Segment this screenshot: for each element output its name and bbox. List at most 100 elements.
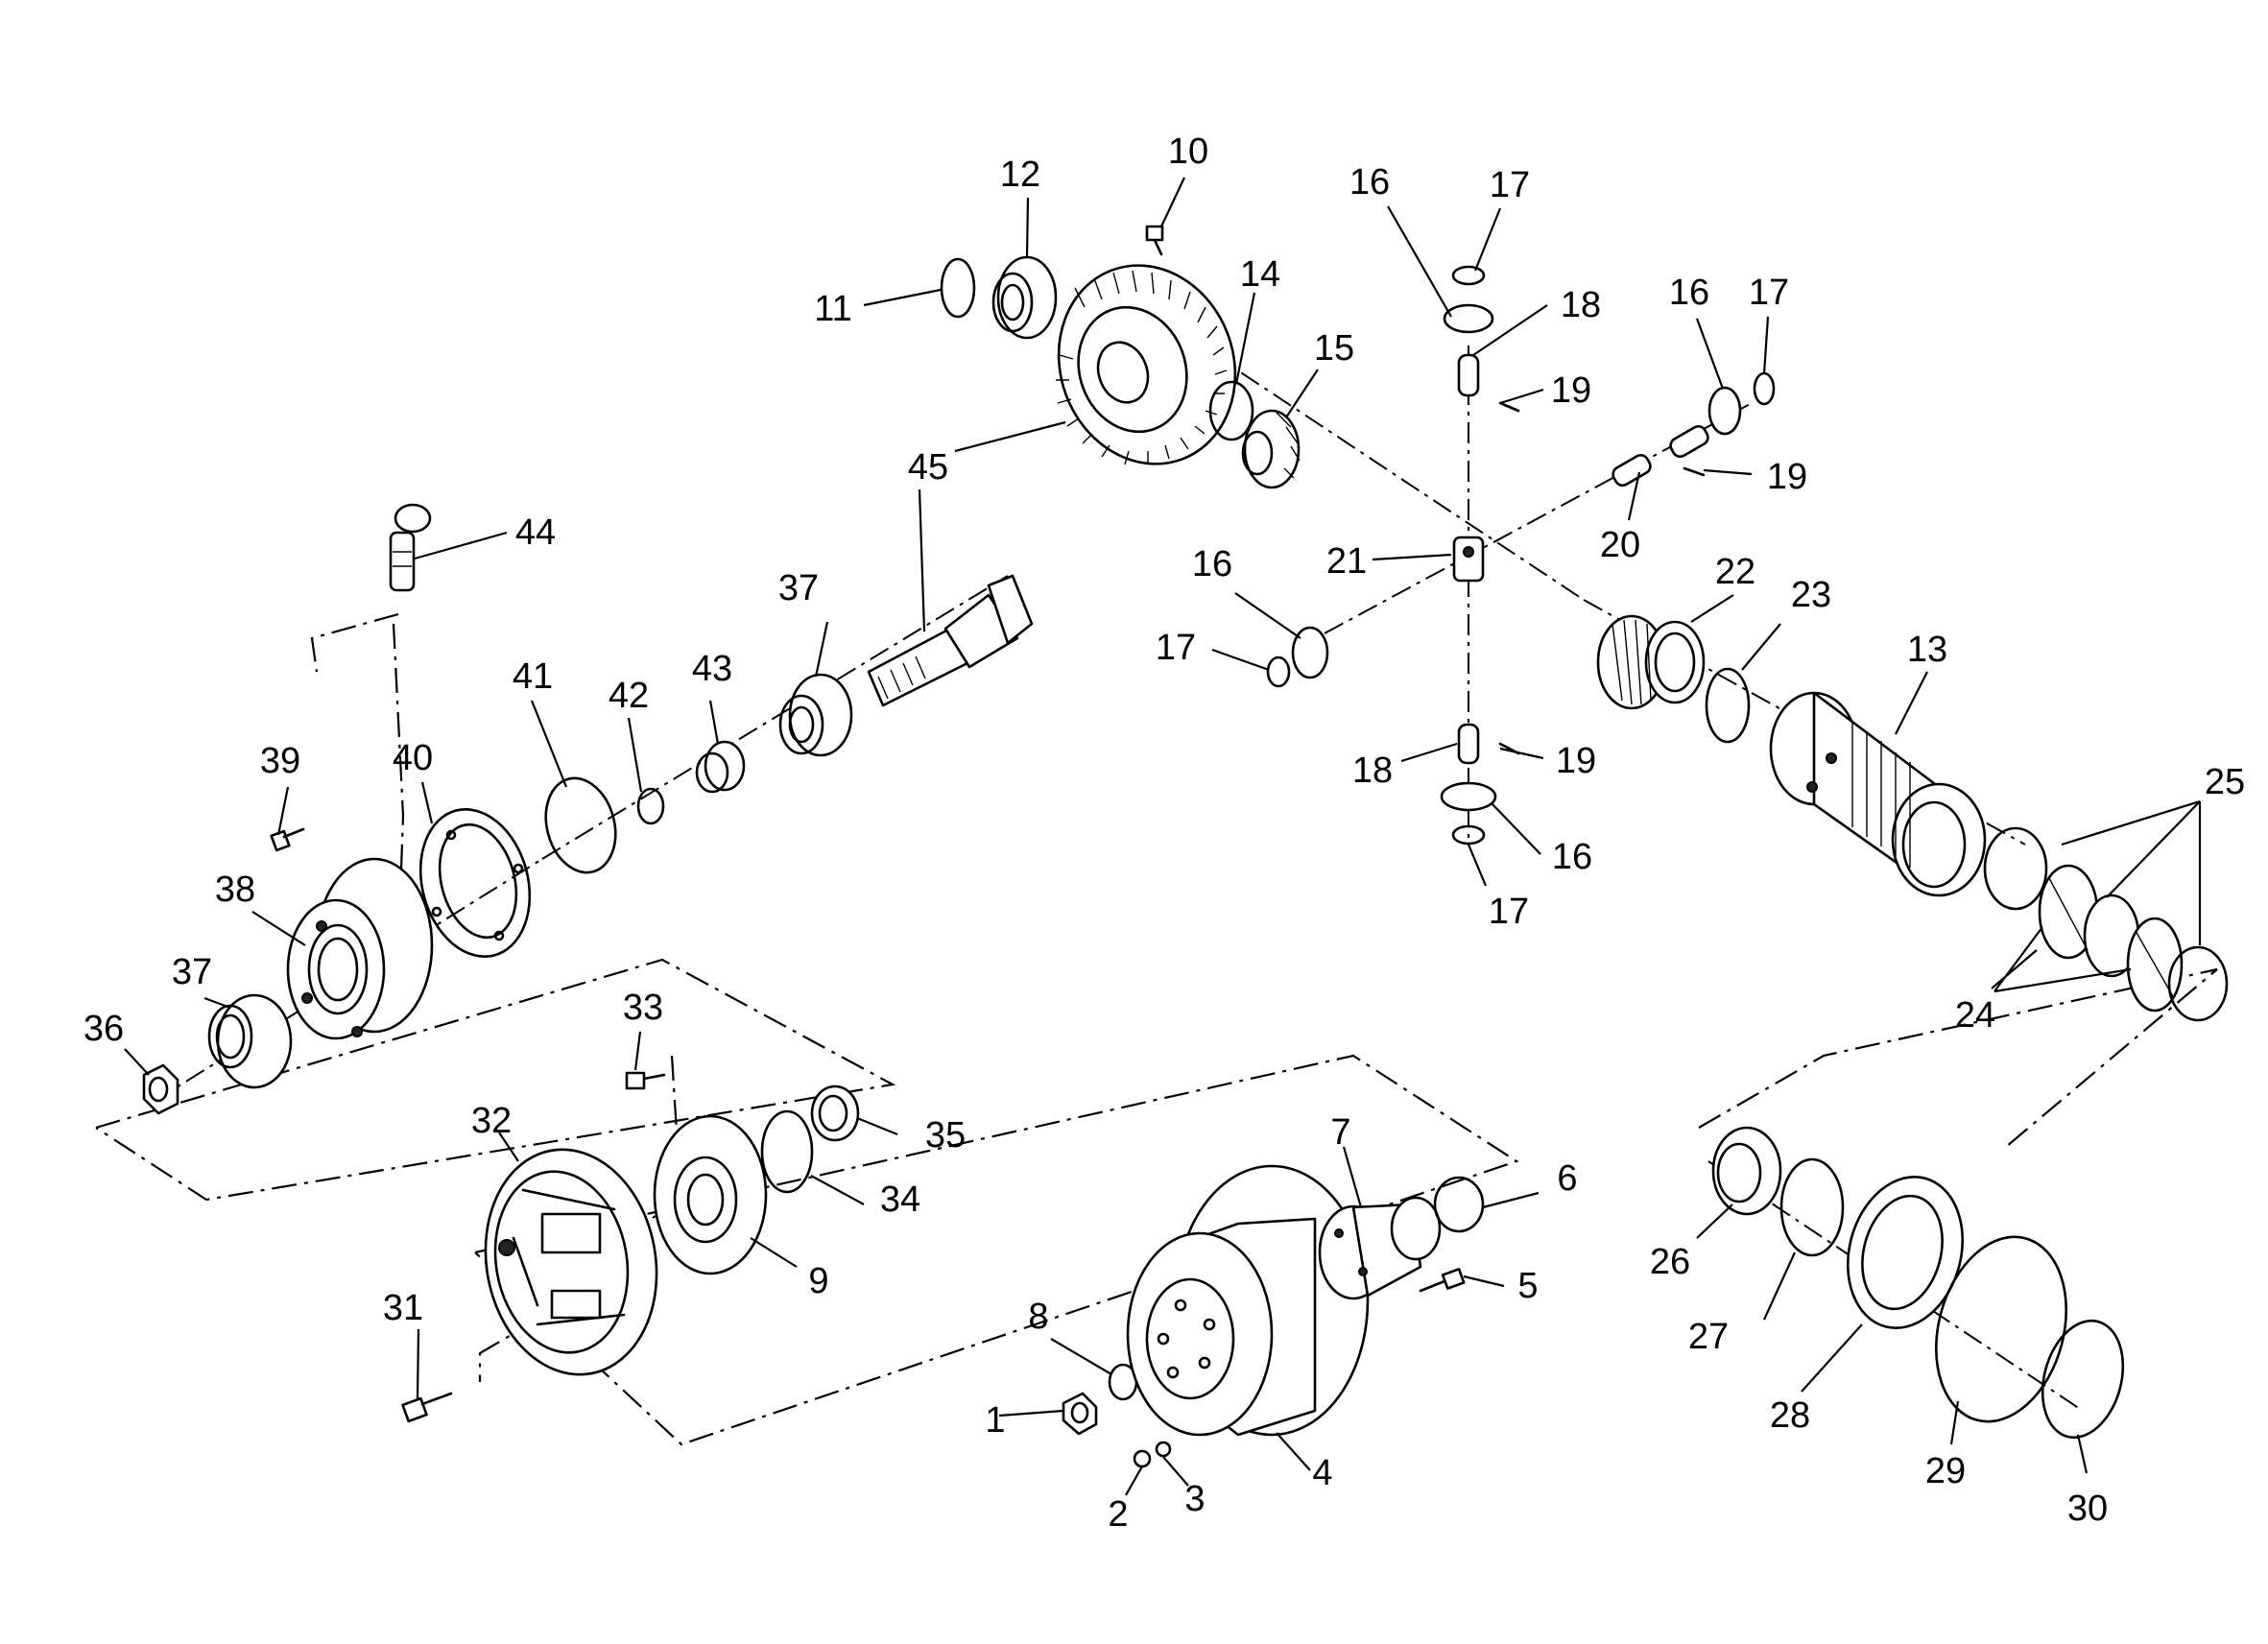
part-45-pinion-shaft (867, 574, 1034, 707)
callout-41: 41 (513, 656, 553, 697)
callout-labels: 1 2 3 4 5 6 7 8 9 10 11 12 13 14 15 16 1… (84, 131, 2245, 1535)
callout-38: 38 (215, 870, 255, 910)
part-37-bearing-lower (207, 993, 293, 1089)
callout-44: 44 (515, 512, 556, 553)
callout-30: 30 (2067, 1489, 2108, 1529)
leader-lines (124, 177, 2202, 1496)
callout-42: 42 (609, 676, 649, 716)
callout-17-upper: 17 (1490, 165, 1530, 205)
callout-2: 2 (1108, 1494, 1128, 1535)
callout-20: 20 (1600, 525, 1640, 565)
part-15-side-gear (1241, 409, 1301, 489)
callout-22: 22 (1715, 552, 1755, 592)
callout-31: 31 (383, 1288, 423, 1328)
part-37-bearing-upper (778, 673, 853, 757)
callout-39: 39 (260, 741, 300, 781)
callout-43: 43 (692, 649, 732, 689)
part-33-screw (625, 1071, 666, 1090)
callout-33: 33 (623, 988, 663, 1028)
callout-17-left: 17 (1156, 628, 1196, 668)
callout-16-upper: 16 (1349, 162, 1390, 203)
callout-19-lower: 19 (1556, 741, 1596, 781)
part-32-brake-assembly (484, 1148, 658, 1376)
parts-drawing (142, 225, 2229, 1468)
callout-27: 27 (1688, 1317, 1729, 1357)
part-26-seal (1711, 1126, 1782, 1216)
part-21-cross (1452, 536, 1485, 583)
part-7-spindle (1318, 1196, 1442, 1300)
part-43-spacer (695, 740, 746, 794)
part-27-ring (1779, 1157, 1845, 1257)
part-16-17-right (1611, 371, 1776, 488)
part-5-screw (1419, 1268, 1466, 1293)
part-3-stud (1155, 1441, 1172, 1458)
part-42-snap-ring (636, 787, 665, 825)
part-4-wheel (1126, 1164, 1370, 1437)
callout-24: 24 (1955, 995, 1995, 1036)
callout-17-lower: 17 (1489, 892, 1529, 932)
part-23-snap-ring (1705, 667, 1751, 744)
part-24-25-clutch-pack (1983, 826, 2229, 1022)
part-22-clutch-gear (1596, 614, 1706, 710)
part-28-bearing (1846, 1175, 1965, 1330)
callout-4: 4 (1312, 1453, 1332, 1493)
callout-5: 5 (1517, 1266, 1538, 1306)
callout-32: 32 (471, 1101, 512, 1141)
part-30-snap-ring (2041, 1319, 2125, 1440)
part-2-nut (1133, 1449, 1152, 1468)
part-1-nut (1062, 1392, 1098, 1436)
callout-37-lower: 37 (172, 952, 212, 992)
callout-18-lower: 18 (1352, 751, 1393, 791)
callout-40: 40 (393, 738, 433, 778)
callout-12: 12 (1000, 155, 1040, 195)
part-31-screw (401, 1392, 453, 1423)
part-11-ring (940, 257, 976, 319)
callout-28: 28 (1770, 1395, 1810, 1436)
part-44-fitting (389, 503, 432, 592)
callout-23: 23 (1791, 575, 1831, 615)
part-10-screw (1145, 225, 1164, 256)
callout-7: 7 (1330, 1112, 1350, 1153)
part-41-o-ring (544, 776, 617, 874)
callout-26: 26 (1650, 1242, 1690, 1282)
part-16-17-left (1266, 626, 1329, 688)
part-16-17-lower (1440, 723, 1520, 846)
part-34-o-ring (760, 1109, 814, 1194)
part-6-snap-ring (1433, 1176, 1485, 1233)
callout-37-upper: 37 (778, 568, 819, 608)
callout-36: 36 (84, 1009, 124, 1049)
callout-35: 35 (925, 1115, 966, 1156)
callout-16-lower: 16 (1552, 837, 1592, 877)
part-16-17-upper (1443, 265, 1520, 413)
callout-13: 13 (1907, 630, 1947, 670)
callout-25: 25 (2205, 762, 2245, 802)
callout-18-upper: 18 (1561, 285, 1601, 325)
callout-11: 11 (814, 289, 851, 329)
callout-9: 9 (808, 1261, 828, 1301)
part-36-nut (142, 1063, 179, 1115)
part-35-seal (810, 1084, 860, 1142)
callout-16-left: 16 (1192, 544, 1232, 584)
callout-10: 10 (1168, 131, 1208, 172)
callout-16-right: 16 (1669, 273, 1709, 313)
part-38-housing (286, 857, 434, 1040)
callout-17-right: 17 (1749, 273, 1789, 313)
part-14-washer (1208, 380, 1254, 441)
callout-6: 6 (1557, 1158, 1577, 1199)
part-45-ring-gear (1056, 264, 1237, 465)
callout-19-right: 19 (1767, 457, 1807, 497)
part-39-screw (270, 827, 305, 852)
part-13-housing (1769, 691, 1987, 897)
callout-34: 34 (880, 1179, 920, 1220)
callout-45-pinion: 45 (908, 447, 948, 488)
part-9-hub-flange (653, 1114, 768, 1275)
callout-14: 14 (1240, 254, 1280, 295)
callout-15: 15 (1314, 328, 1354, 369)
callout-29: 29 (1925, 1451, 1966, 1491)
callout-21: 21 (1326, 541, 1367, 582)
part-40-gasket (418, 808, 532, 958)
callout-8: 8 (1028, 1297, 1048, 1337)
part-29-o-ring (1934, 1235, 2068, 1423)
